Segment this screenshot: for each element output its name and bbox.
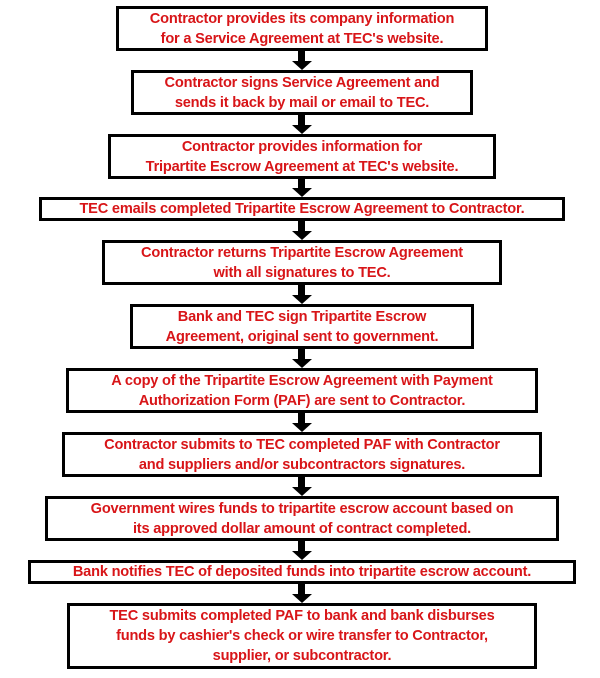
- flow-step-5: Contractor returns Tripartite Escrow Agr…: [102, 240, 502, 285]
- flow-step-text: TEC submits completed PAF to bank and ba…: [109, 608, 495, 624]
- flow-step-10: Bank notifies TEC of deposited funds int…: [28, 560, 576, 584]
- flow-step-8: Contractor submits to TEC completed PAF …: [62, 432, 542, 477]
- flow-step-11: TEC submits completed PAF to bank and ba…: [67, 603, 537, 669]
- flow-step-4: TEC emails completed Tripartite Escrow A…: [39, 197, 565, 221]
- flow-step-text: TEC emails completed Tripartite Escrow A…: [79, 201, 525, 217]
- down-arrow-icon: [292, 540, 312, 560]
- down-arrow-icon: [292, 583, 312, 603]
- flow-step-text: sends it back by mail or email to TEC.: [174, 94, 430, 111]
- flow-step-text: Agreement, original sent to government.: [165, 328, 439, 345]
- flow-step-text: with all signatures to TEC.: [213, 264, 391, 281]
- flow-step-text: Bank notifies TEC of deposited funds int…: [72, 564, 532, 580]
- down-arrow-icon: [292, 50, 312, 70]
- flow-step-3: Contractor provides information for Trip…: [108, 134, 496, 179]
- flow-step-text: supplier, or subcontractor.: [212, 648, 392, 664]
- down-arrow-icon: [292, 412, 312, 432]
- flow-step-text: Contractor returns Tripartite Escrow Agr…: [141, 244, 463, 261]
- flow-step-text: Government wires funds to tripartite esc…: [90, 500, 514, 517]
- flow-step-2: Contractor signs Service Agreement and s…: [131, 70, 473, 115]
- flow-step-text: its approved dollar amount of contract c…: [132, 520, 472, 537]
- down-arrow-icon: [292, 476, 312, 496]
- down-arrow-icon: [292, 284, 312, 304]
- down-arrow-icon: [292, 178, 312, 197]
- flow-step-6: Bank and TEC sign Tripartite Escrow Agre…: [130, 304, 474, 349]
- down-arrow-icon: [292, 114, 312, 134]
- flow-step-text: for a Service Agreement at TEC's website…: [160, 30, 444, 47]
- down-arrow-icon: [292, 348, 312, 368]
- flow-step-text: Authorization Form (PAF) are sent to Con…: [138, 392, 466, 409]
- flow-step-text: Bank and TEC sign Tripartite Escrow: [177, 308, 427, 325]
- flow-step-9: Government wires funds to tripartite esc…: [45, 496, 559, 541]
- flow-step-text: A copy of the Tripartite Escrow Agreemen…: [111, 372, 493, 389]
- flow-step-text: Contractor signs Service Agreement and: [164, 74, 440, 91]
- flow-step-text: Contractor submits to TEC completed PAF …: [104, 436, 500, 453]
- flow-step-text: Tripartite Escrow Agreement at TEC's web…: [145, 158, 459, 175]
- flow-step-text: Contractor provides its company informat…: [149, 10, 455, 27]
- flow-step-1: Contractor provides its company informat…: [116, 6, 488, 51]
- flow-step-text: funds by cashier's check or wire transfe…: [116, 628, 488, 644]
- flow-step-text: Contractor provides information for: [181, 138, 423, 155]
- flow-step-7: A copy of the Tripartite Escrow Agreemen…: [66, 368, 538, 413]
- flow-step-text: and suppliers and/or subcontractors sign…: [138, 456, 466, 473]
- down-arrow-icon: [292, 220, 312, 240]
